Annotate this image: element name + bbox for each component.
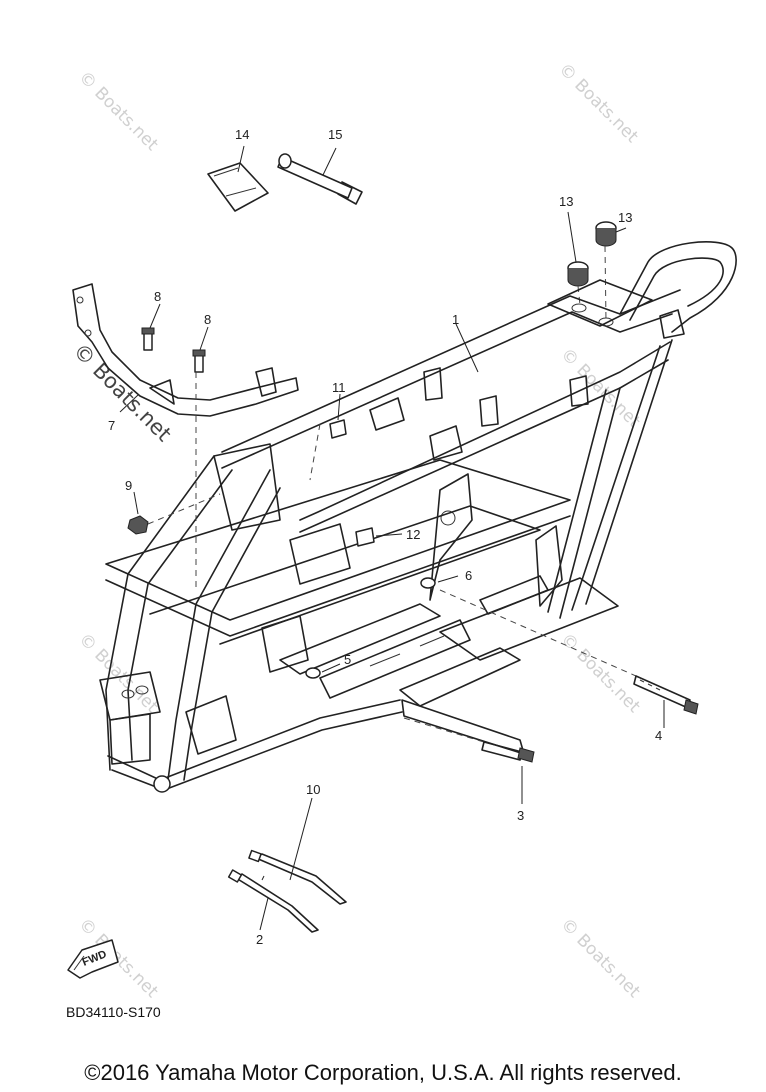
watermarks: © Boats.net © Boats.net © Boats.net © Bo… bbox=[68, 59, 644, 1002]
copyright-notice: ©2016 Yamaha Motor Corporation, U.S.A. A… bbox=[84, 1060, 682, 1085]
cable-ties bbox=[227, 797, 347, 933]
callout-2: 2 bbox=[256, 932, 263, 947]
callout-6: 6 bbox=[465, 568, 472, 583]
callout-3: 3 bbox=[517, 808, 524, 823]
watermark-mid-right: © Boats.net bbox=[556, 344, 644, 432]
grease-packet bbox=[207, 145, 269, 212]
callout-11: 11 bbox=[332, 380, 346, 395]
callout-8-b: 8 bbox=[204, 312, 211, 327]
callout-1: 1 bbox=[452, 312, 459, 327]
callouts: 1 2 3 4 5 6 7 8 8 9 10 11 12 13 13 14 15 bbox=[108, 127, 662, 947]
callout-12: 12 bbox=[406, 527, 420, 542]
bolts-8 bbox=[141, 303, 209, 373]
callout-13-a: 13 bbox=[559, 194, 573, 209]
main-frame bbox=[99, 241, 737, 793]
callout-10: 10 bbox=[306, 782, 320, 797]
callout-7: 7 bbox=[108, 418, 115, 433]
callout-5: 5 bbox=[344, 652, 351, 667]
watermark-mid-left: © Boats.net bbox=[74, 629, 162, 717]
nut-9 bbox=[127, 372, 221, 590]
long-bolt-4 bbox=[439, 589, 699, 728]
callout-9: 9 bbox=[125, 478, 132, 493]
callout-13-b: 13 bbox=[618, 210, 632, 225]
callout-4: 4 bbox=[655, 728, 662, 743]
washers bbox=[305, 575, 459, 679]
watermark-top-left: © Boats.net bbox=[74, 67, 162, 155]
front-bracket bbox=[72, 283, 299, 417]
tube-pin bbox=[277, 147, 363, 205]
watermark-bottom-right: © Boats.net bbox=[556, 914, 644, 1002]
callout-14: 14 bbox=[235, 127, 249, 142]
clips bbox=[309, 393, 403, 547]
watermark-top-right: © Boats.net bbox=[554, 59, 642, 147]
watermark-strong: © Boats.net bbox=[68, 339, 176, 447]
short-bolt-3 bbox=[403, 717, 535, 804]
watermark-mid-right-2: © Boats.net bbox=[556, 629, 644, 717]
callout-15: 15 bbox=[328, 127, 342, 142]
callout-8-a: 8 bbox=[154, 289, 161, 304]
rubber-grommets bbox=[567, 211, 627, 323]
diagram-code: BD34110-S170 bbox=[66, 1004, 161, 1020]
fwd-arrow: FWD bbox=[67, 939, 119, 979]
